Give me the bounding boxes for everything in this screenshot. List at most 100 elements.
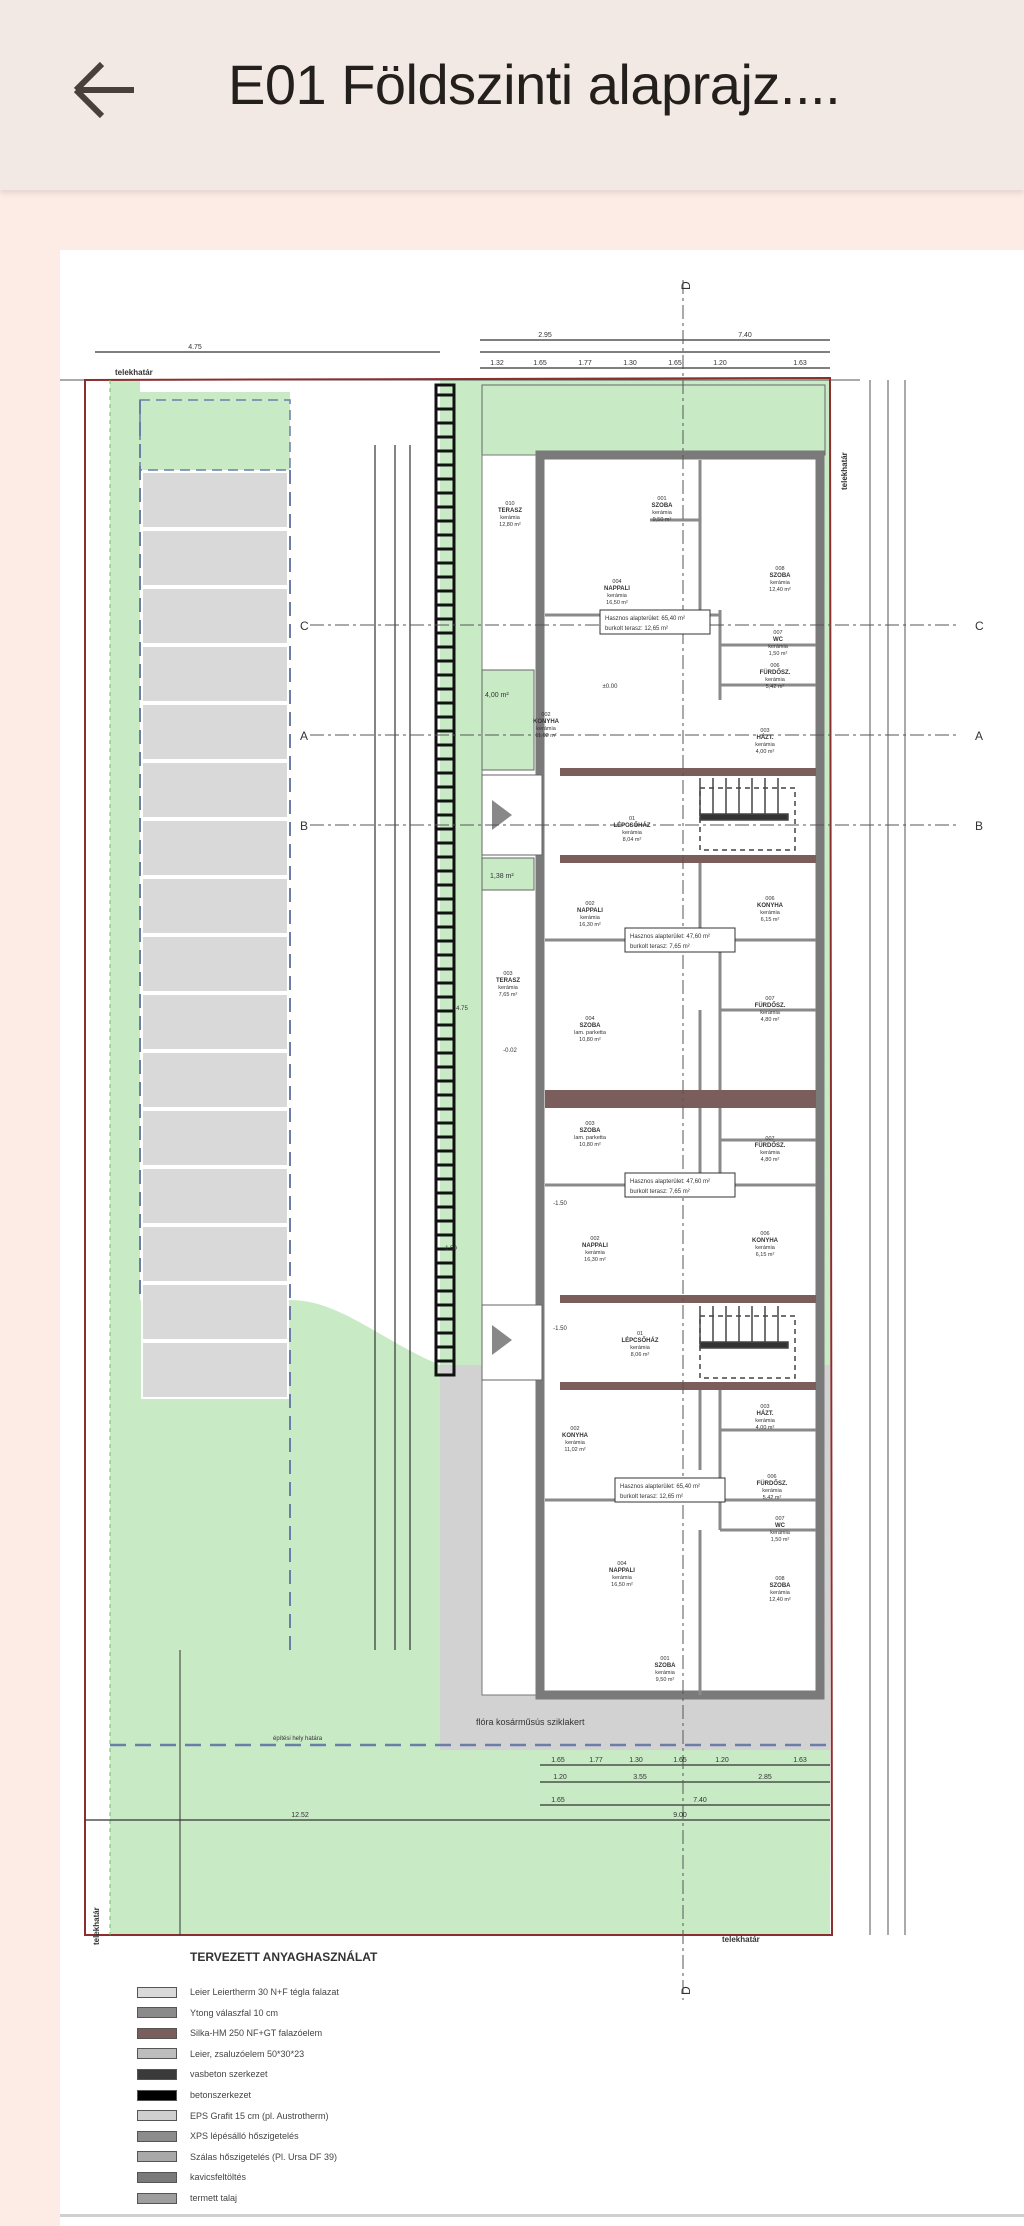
room-name: SZOBA xyxy=(580,1023,602,1029)
plot-boundary-label: telekhatár xyxy=(92,1907,101,1945)
legend-item: EPS Grafit 15 cm (pl. Austrotherm) xyxy=(137,2108,329,2124)
green-corner xyxy=(140,392,290,470)
room-name: WC xyxy=(773,637,784,643)
material-swatch xyxy=(137,2068,177,2080)
level-marks: ±0.00-0.02-1.50-1.504.75-1.50 xyxy=(443,684,618,1332)
legend-label: Leier Leiertherm 30 N+F tégla falazat xyxy=(190,1987,339,1997)
section-label-d: D xyxy=(679,1986,693,1995)
room-name: WC xyxy=(775,1523,786,1529)
level-mark: ±0.00 xyxy=(603,684,619,690)
usable-area: Hasznos alapterület: 47,60 m² xyxy=(630,934,710,940)
green-area-label: 4,00 m² xyxy=(485,692,509,699)
parking-stall xyxy=(141,1051,289,1109)
dimension-value: 1.63 xyxy=(793,360,807,367)
summary-box xyxy=(624,1172,736,1198)
parking-stall xyxy=(141,1341,289,1399)
parking-stall xyxy=(141,471,289,529)
room-floor: kerámia xyxy=(770,1590,791,1596)
legend-label: Ytong válaszfal 10 cm xyxy=(190,2007,279,2018)
page-edge xyxy=(60,2214,1024,2217)
legend-item: Leier, zsaluzóelem 50*30*23 xyxy=(137,2046,304,2062)
room-area: 12,80 m² xyxy=(499,522,521,528)
legend-label: Szálas hőszigetelés (Pl. Ursa DF 39) xyxy=(190,2151,338,2162)
legend-item: vasbeton szerkezet xyxy=(137,2066,268,2082)
material-swatch xyxy=(137,2027,177,2039)
document-title: E01 Földszinti alaprajz.... xyxy=(228,53,841,116)
room-code: 003 xyxy=(760,728,769,734)
dimension-value: 3.55 xyxy=(633,1774,647,1781)
room-floor: kerámia xyxy=(622,830,643,836)
staircases xyxy=(699,778,796,1379)
parking-stall xyxy=(141,993,289,1051)
room-floor: kerámia xyxy=(630,1345,651,1351)
dimension-value: 1.20 xyxy=(713,360,727,367)
room-area: 12,40 m² xyxy=(769,587,791,593)
app-bar: E01 Földszinti alaprajz.... xyxy=(0,0,1024,190)
legend-item: kavicsfeltöltés xyxy=(137,2169,246,2185)
plot-boundary-label: telekhatár xyxy=(840,452,849,490)
room-floor: kerámia xyxy=(585,1250,606,1256)
legend-item: XPS lépésálló hőszigetelés xyxy=(137,2128,299,2144)
dimension-chain-bottom xyxy=(85,1764,830,1821)
parking-stall xyxy=(141,1109,289,1167)
dimension-value: 1.65 xyxy=(673,1757,687,1764)
section-label-c: C xyxy=(300,619,309,633)
room-code: 006 xyxy=(770,663,779,669)
room-floor: lam. parketta xyxy=(574,1030,607,1036)
dimension-chain-right xyxy=(869,380,906,1935)
material-swatch xyxy=(137,2089,177,2101)
room-floor: kerámia xyxy=(768,644,789,650)
room-area: 16,50 m² xyxy=(606,600,628,606)
section-label-a: A xyxy=(300,729,308,743)
room-area: 9,50 m² xyxy=(656,1677,675,1683)
parking-stall xyxy=(141,935,289,993)
parking-stalls xyxy=(141,471,289,1399)
dimension-value: 1.77 xyxy=(578,360,592,367)
parking-stall xyxy=(141,703,289,761)
stair-landing xyxy=(699,1341,789,1349)
parking-stall xyxy=(141,1283,289,1341)
legend-label: Silka-HM 250 NF+GT falazóelem xyxy=(190,2028,323,2039)
level-mark: -1.50 xyxy=(443,1246,457,1252)
room-code: 01 xyxy=(629,816,635,822)
party-walls xyxy=(545,768,816,1390)
room-name: SZOBA xyxy=(652,503,674,509)
room-name: TERASZ xyxy=(498,508,522,514)
room-code: 008 xyxy=(775,566,784,572)
room-area: 16,50 m² xyxy=(611,1582,633,1588)
room-code: 007 xyxy=(765,996,774,1002)
plot-boundary xyxy=(84,376,834,1936)
dimension-value: 1.30 xyxy=(623,360,637,367)
room-code: 007 xyxy=(773,630,782,636)
north-green-strip xyxy=(481,384,826,456)
material-swatch xyxy=(137,2192,177,2204)
entrance-porch xyxy=(481,1304,543,1381)
room-code: 008 xyxy=(775,1576,784,1582)
room-floor: kerámia xyxy=(607,593,628,599)
room-area: 16,30 m² xyxy=(584,1257,606,1263)
room-name: SZOBA xyxy=(655,1663,677,1669)
back-button[interactable] xyxy=(60,50,150,130)
material-swatch xyxy=(137,2007,177,2019)
dimension-chain-left xyxy=(374,445,411,1650)
room-area: 5,42 m² xyxy=(763,1495,782,1501)
dimension-value: 1.20 xyxy=(553,1774,567,1781)
legend-item: Silka-HM 250 NF+GT falazóelem xyxy=(137,2025,322,2041)
